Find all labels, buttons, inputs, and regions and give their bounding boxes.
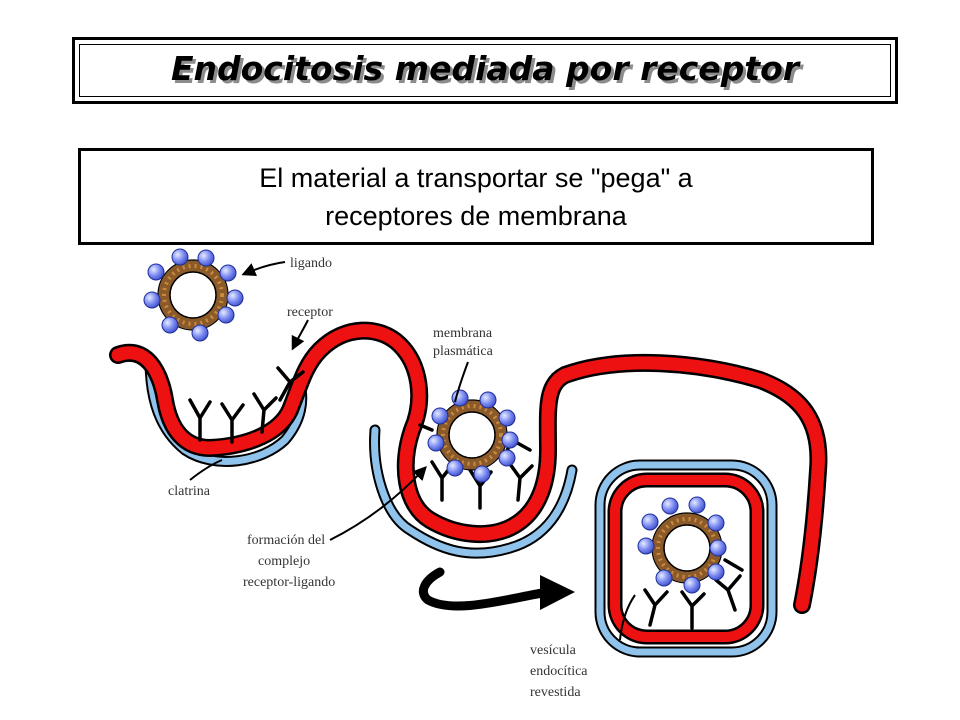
process-arrow	[418, 567, 575, 611]
label-receptor: receptor	[287, 305, 333, 320]
label-ligand: ligando	[290, 256, 332, 271]
description-line-1: El material a transportar se "pega" a	[259, 162, 693, 193]
vesicle-membrane	[607, 472, 765, 645]
label-clathrin: clatrina	[168, 484, 211, 499]
ligand-beads	[143, 248, 727, 594]
label-membrane-1: membrana	[433, 326, 493, 341]
label-vesicle-2: endocítica	[530, 664, 588, 679]
label-complex-1: formación del	[247, 533, 325, 548]
label-complex-2: complejo	[258, 554, 310, 569]
label-membrane-2: plasmática	[433, 344, 494, 359]
ligand-particle-bound	[437, 400, 507, 470]
page-title: Endocitosis mediada por receptor	[170, 49, 800, 88]
clathrin-coat	[144, 354, 778, 658]
title-frame-inner	[79, 44, 891, 97]
description-box: El material a transportar se "pega" a re…	[78, 148, 874, 245]
label-vesicle-3: revestida	[530, 685, 581, 700]
description-text: El material a transportar se "pega" a re…	[259, 159, 692, 235]
pointer-arrows	[189, 261, 636, 641]
description-line-2: receptores de membrana	[325, 200, 627, 231]
label-complex-3: receptor-ligando	[243, 575, 335, 590]
title-frame: Endocitosis mediada por receptor	[72, 37, 898, 104]
label-vesicle-1: vesícula	[530, 643, 577, 658]
plasma-membrane	[109, 321, 828, 614]
diagram-labels: ligando receptor membrana plasmática cla…	[168, 256, 588, 700]
